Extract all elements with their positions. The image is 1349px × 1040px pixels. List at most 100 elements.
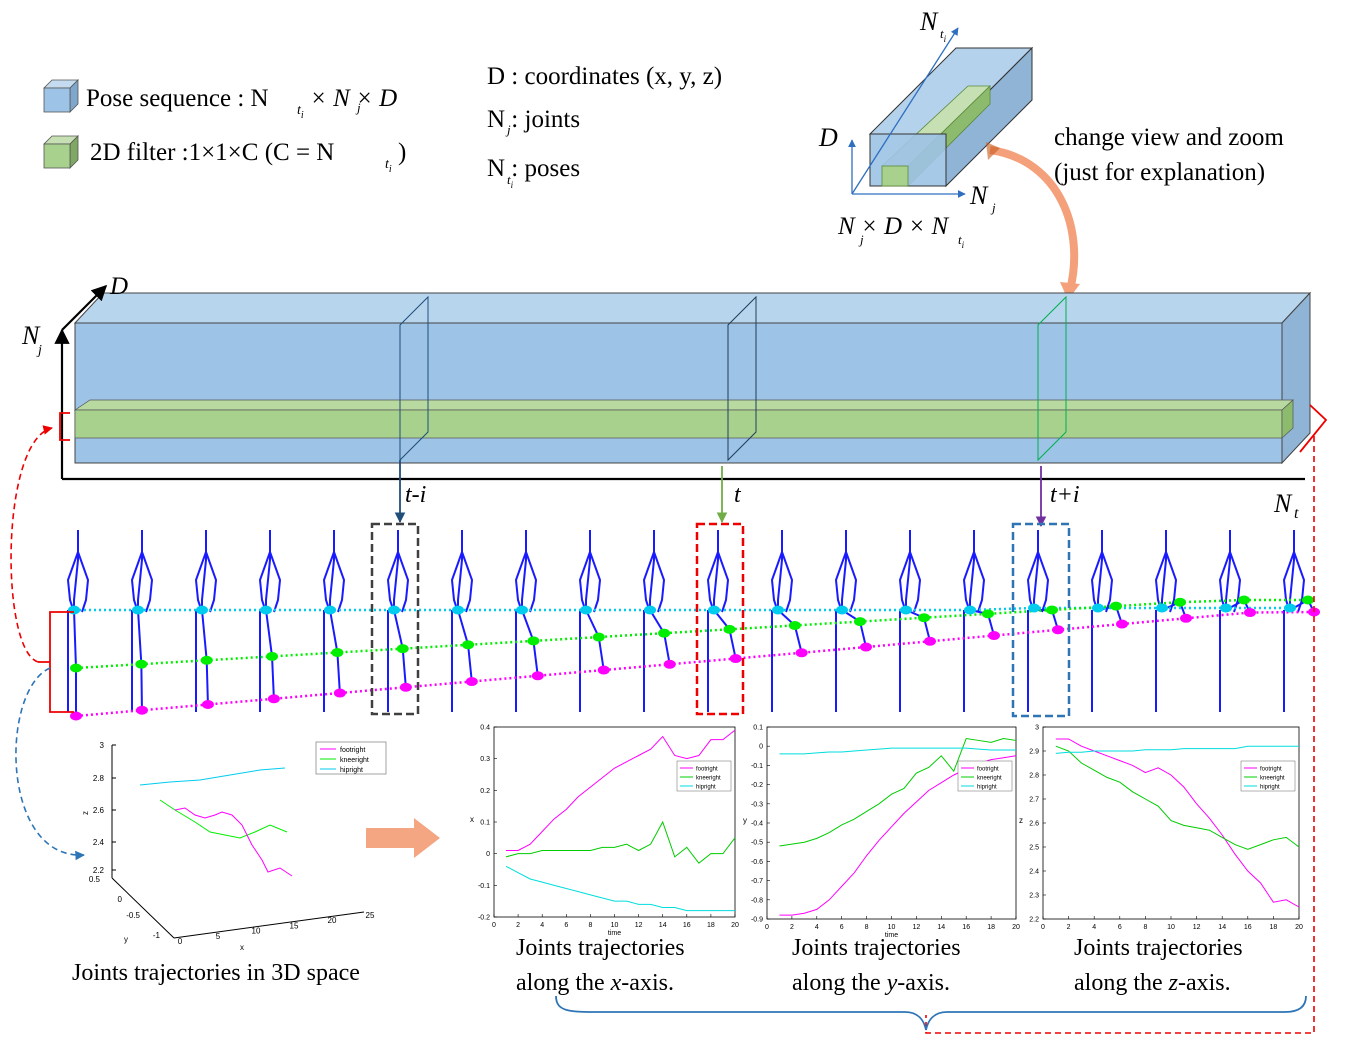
x-tick-label: 16 bbox=[683, 922, 691, 929]
right-arm bbox=[1229, 551, 1242, 613]
spine bbox=[201, 530, 207, 610]
foot-joint bbox=[1244, 608, 1256, 618]
spine bbox=[1161, 530, 1167, 610]
x-tick-label: 4 bbox=[1092, 924, 1096, 931]
series-line-footright bbox=[506, 729, 736, 851]
inset-formula: N × D × N bbox=[837, 213, 949, 240]
x-tick-label: 18 bbox=[707, 922, 715, 929]
foot-series-3d bbox=[174, 807, 293, 877]
x-tick-label: 10 bbox=[252, 927, 261, 936]
skeleton-figure bbox=[898, 530, 931, 712]
hip-joint bbox=[132, 605, 144, 615]
spine bbox=[393, 530, 399, 610]
right-arm bbox=[77, 551, 90, 613]
skeleton-figure bbox=[642, 530, 671, 712]
knee-joint bbox=[1046, 605, 1058, 615]
x-tick-label: 14 bbox=[937, 924, 945, 931]
pose-sequence-swatch-icon bbox=[43, 79, 79, 113]
foot-joint bbox=[663, 659, 676, 669]
y-tick-label: -0.9 bbox=[751, 917, 763, 924]
pose-sequence-sub-j: j bbox=[355, 100, 361, 115]
foot-joint bbox=[465, 677, 478, 687]
x-tick-label: 0 bbox=[1041, 924, 1045, 931]
legend: Pose sequence : N ti × N × D j 2D filter… bbox=[43, 79, 406, 175]
y-tick-label: 2.6 bbox=[1029, 821, 1039, 828]
spine bbox=[1097, 530, 1103, 610]
label-t: t bbox=[734, 482, 742, 508]
right-leg bbox=[841, 609, 867, 648]
foot-joint bbox=[1180, 613, 1192, 623]
knee-joint bbox=[918, 613, 930, 623]
definition-nt: N : poses bbox=[487, 155, 580, 182]
x-tick-label: 4 bbox=[540, 922, 544, 929]
x-tick-label: 10 bbox=[888, 924, 896, 931]
y-axis-label: y bbox=[124, 935, 128, 944]
y-tick-label: -0.1 bbox=[751, 763, 763, 770]
spine bbox=[457, 530, 463, 610]
x-tick-label: 6 bbox=[1118, 924, 1122, 931]
inset-axis-top: N bbox=[919, 7, 939, 36]
x-axis-label: time bbox=[608, 930, 621, 937]
x-tick-label: 2 bbox=[516, 922, 520, 929]
legend-entry: hipright bbox=[340, 767, 363, 774]
knee-joint bbox=[396, 644, 409, 654]
knee-joint bbox=[70, 663, 82, 673]
frame-box-t bbox=[695, 522, 745, 716]
z-tick-label: 2.6 bbox=[93, 806, 105, 815]
zoom-arrow bbox=[986, 142, 1080, 300]
y-tick-label: -0.1 bbox=[478, 883, 490, 890]
knee-joint bbox=[266, 651, 279, 661]
definition-d: D : coordinates (x, y, z) bbox=[487, 63, 722, 90]
hip-joint bbox=[260, 605, 272, 615]
joint-bracket bbox=[38, 611, 74, 713]
foot-joint bbox=[597, 665, 610, 675]
definition-nj: N : joints bbox=[487, 106, 580, 133]
y-tick-label: 2.2 bbox=[1029, 917, 1039, 924]
hip-joint bbox=[516, 605, 528, 615]
hip-joint bbox=[68, 605, 80, 615]
knee-joint bbox=[1302, 595, 1314, 605]
foot-joint bbox=[988, 631, 1000, 641]
y-tick-label: 2.9 bbox=[1029, 749, 1039, 756]
right-arm bbox=[909, 551, 922, 613]
inset-formula-sub-t: ti bbox=[958, 232, 965, 250]
frame-box-t-plus-i bbox=[1011, 522, 1071, 718]
y-axis bbox=[111, 877, 175, 939]
y-tick-label: 0 bbox=[759, 744, 763, 751]
x-tick-label: 5 bbox=[216, 932, 221, 941]
x-tick-label: 20 bbox=[731, 922, 739, 929]
skeleton-figure bbox=[66, 530, 90, 716]
spine bbox=[73, 530, 79, 610]
x-tick-label: 18 bbox=[1270, 924, 1278, 931]
y-tick-label: 2.3 bbox=[1029, 893, 1039, 900]
right-arm bbox=[781, 551, 794, 613]
inset-axis-right-sub: j bbox=[990, 200, 996, 215]
foot-joint bbox=[70, 711, 82, 721]
x-tick-label: 12 bbox=[913, 924, 921, 931]
y-tick-label: -0.7 bbox=[751, 878, 763, 885]
right-arm bbox=[589, 551, 602, 613]
filter-swatch-icon bbox=[43, 135, 79, 169]
hip-joint bbox=[708, 605, 720, 615]
pose-sequence-block: D N j N t t-i t t+i bbox=[21, 273, 1328, 528]
dashed-link-red bbox=[10, 425, 53, 663]
y-tick-label: -0.6 bbox=[751, 859, 763, 866]
knee-joint bbox=[135, 659, 148, 669]
x-tick-label: 16 bbox=[1244, 924, 1252, 931]
legend-entry: hipright bbox=[977, 785, 997, 791]
skeleton-figure bbox=[514, 530, 539, 712]
foot-joint bbox=[135, 705, 148, 715]
x-axis-label: x bbox=[240, 943, 244, 952]
y-tick-label: 2.7 bbox=[1029, 797, 1039, 804]
plot-frame bbox=[493, 726, 736, 918]
inset-note-1: change view and zoom bbox=[1054, 124, 1284, 151]
right-leg bbox=[713, 609, 737, 659]
knee-joint bbox=[462, 640, 475, 650]
knee-joint bbox=[200, 655, 213, 665]
x-tick-label: 12 bbox=[635, 922, 643, 929]
foot-joint bbox=[399, 682, 412, 692]
y-axis-label: x bbox=[470, 815, 474, 824]
y-axis-label: z bbox=[1019, 816, 1023, 825]
dashed-link-blue bbox=[15, 667, 85, 861]
